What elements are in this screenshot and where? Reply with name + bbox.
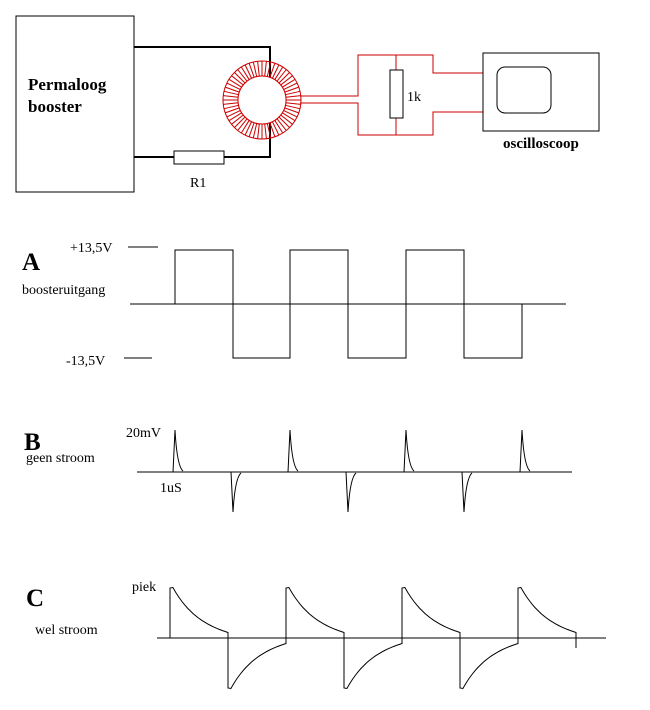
- toroid-coil: [222, 60, 302, 140]
- booster-label-line1: Permaloog: [28, 75, 107, 94]
- booster-box: [15, 15, 135, 193]
- booster-label-line2: booster: [28, 97, 82, 116]
- shunt-label: 1k: [407, 90, 421, 105]
- oscilloscope: [482, 52, 600, 132]
- r1-to-coil-wire: [224, 120, 271, 158]
- oscilloscope-label: oscilloscoop: [503, 136, 579, 152]
- panel-b-time-label: 1uS: [160, 481, 182, 496]
- panel-a-low-label: -13,5V: [66, 354, 105, 369]
- shunt-resistor: [389, 69, 404, 119]
- probe-wires: [300, 54, 483, 136]
- resistor-r1: [173, 150, 225, 165]
- panel-b-caption: geen stroom: [26, 451, 95, 466]
- panel-a-high-label: +13,5V: [70, 241, 113, 256]
- panel-a-caption: boosteruitgang: [22, 283, 105, 298]
- spike-train: [172, 429, 531, 513]
- waveform-c: [157, 586, 606, 690]
- waveform-b: [137, 429, 572, 513]
- oscilloscope-screen: [496, 66, 552, 114]
- decay-wave: [169, 586, 577, 690]
- panel-b-letter: B: [24, 429, 41, 456]
- resistor-r1-label: R1: [190, 176, 206, 191]
- panel-b-amplitude-label: 20mV: [126, 426, 161, 441]
- panel-c-peak-label: piek: [132, 580, 156, 595]
- waveform-a: [124, 246, 566, 359]
- panel-c-letter: C: [26, 585, 44, 612]
- panel-c-caption: wel stroom: [35, 623, 98, 638]
- square-wave: [174, 249, 523, 359]
- panel-a-letter: A: [22, 249, 40, 276]
